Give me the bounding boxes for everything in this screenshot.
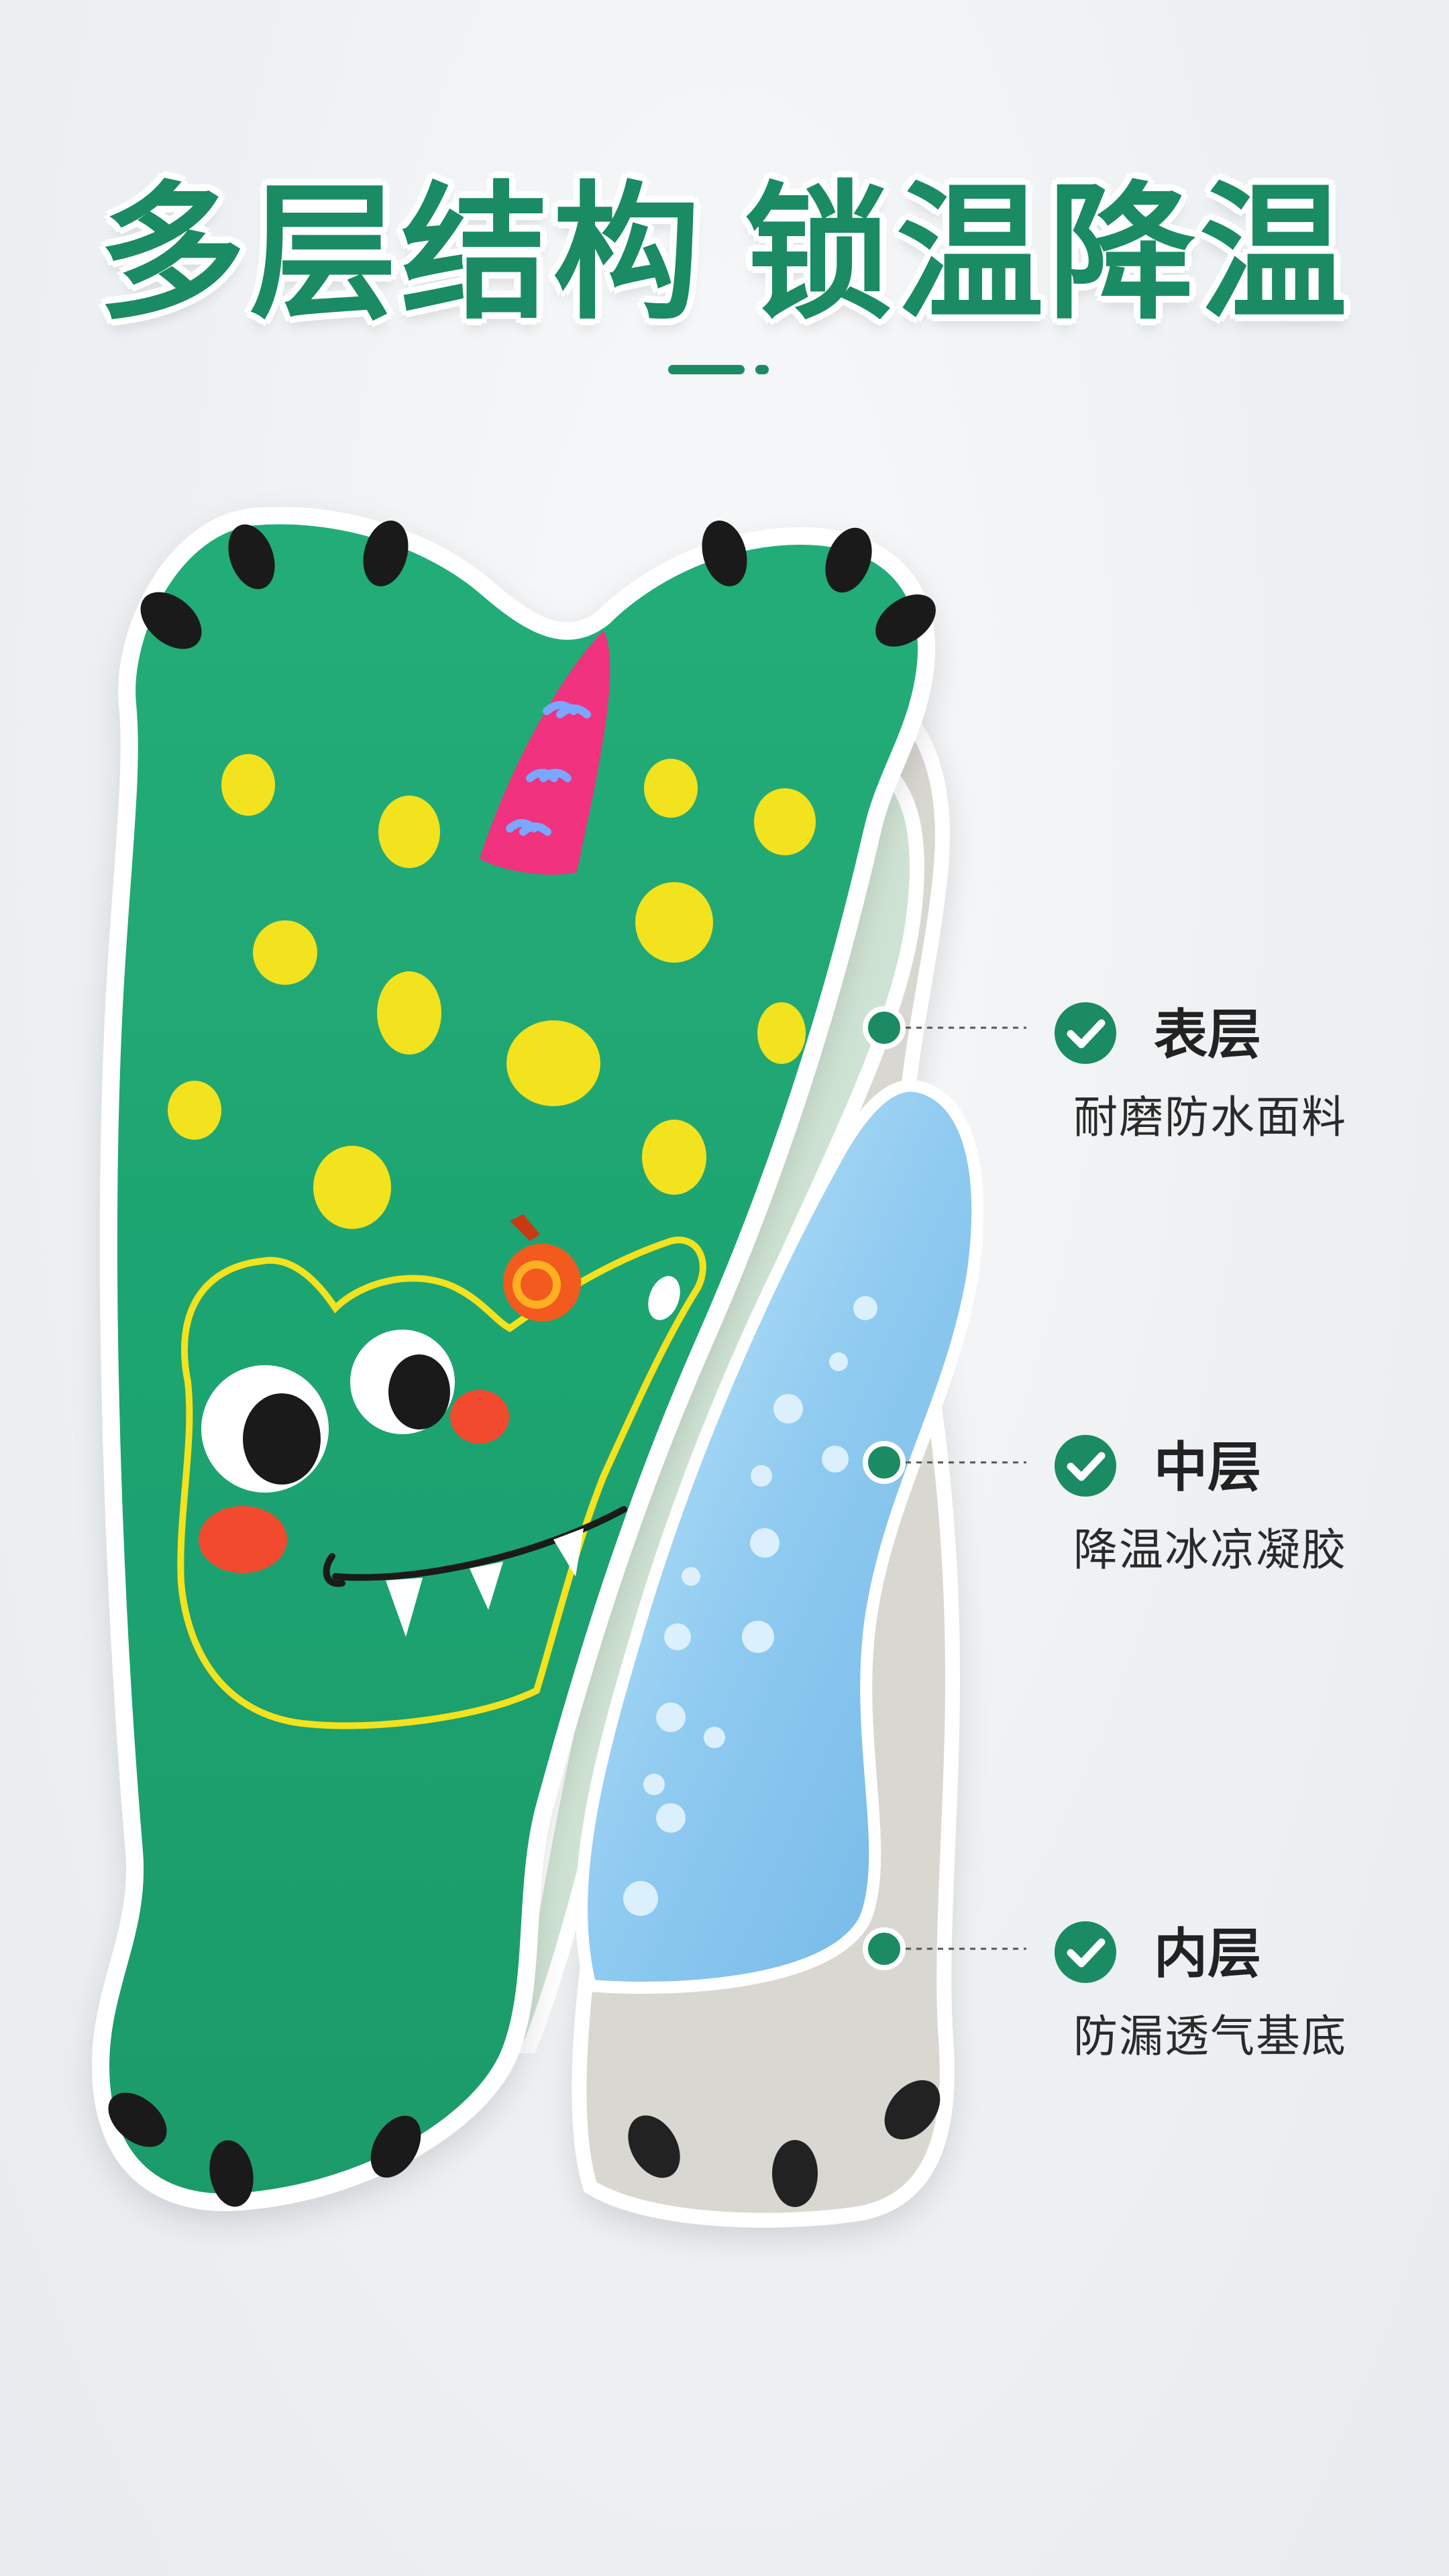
- layer-description: 耐磨防水面料: [1073, 1091, 1347, 1143]
- layer-name: 内层: [1154, 1923, 1261, 1985]
- layer-label-surface: 表层 耐磨防水面料: [1046, 1000, 1422, 1143]
- unicorn-horn: [480, 631, 610, 875]
- title-divider: [668, 365, 775, 377]
- nostril: [648, 1276, 680, 1320]
- teeth: [386, 1528, 584, 1637]
- face-outline: [177, 1236, 706, 1729]
- check-icon: [1055, 1435, 1116, 1497]
- layer-label-gel: 中层 降温冰凉凝胶: [1046, 1432, 1422, 1576]
- layer-name: 表层: [1154, 1004, 1261, 1066]
- check-icon: [1055, 1002, 1116, 1064]
- check-icon: [1055, 1921, 1116, 1983]
- right-eye: [350, 1330, 455, 1434]
- base-claw: [628, 2115, 680, 2178]
- mouth: [332, 1506, 627, 1581]
- layer-label-base: 内层 防漏透气基底: [1046, 1919, 1422, 2062]
- base-layer-pointer: [863, 1927, 906, 1970]
- right-cheek: [450, 1390, 509, 1444]
- yellow-spots: [168, 754, 816, 1229]
- layer-description: 降温冰凉凝胶: [1073, 1524, 1347, 1576]
- layer-name: 中层: [1154, 1436, 1261, 1499]
- page-title-part2: 锁温降温: [745, 168, 1352, 339]
- left-eye: [201, 1365, 329, 1493]
- base-claw: [884, 2080, 941, 2140]
- surface-layer-pointer: [863, 1006, 906, 1049]
- base-claw: [772, 2140, 818, 2207]
- bottom-claws: [108, 2092, 421, 2207]
- mouth-corner: [323, 1553, 345, 1587]
- horn-stripes: [506, 701, 591, 836]
- page-title-part1: 多层结构: [97, 168, 704, 339]
- top-claws: [140, 520, 936, 649]
- gel-layer: [576, 1079, 984, 1994]
- layer-description: 防漏透气基底: [1073, 2010, 1347, 2062]
- gel-bubbles: [623, 1296, 877, 1916]
- page-title: 多层结构锁温降温: [0, 134, 1449, 347]
- divider-bar: [668, 365, 745, 374]
- gel-layer-pointer: [863, 1441, 906, 1484]
- divider-dot: [755, 365, 769, 374]
- apple-icon: [503, 1214, 581, 1322]
- left-cheek: [199, 1506, 287, 1573]
